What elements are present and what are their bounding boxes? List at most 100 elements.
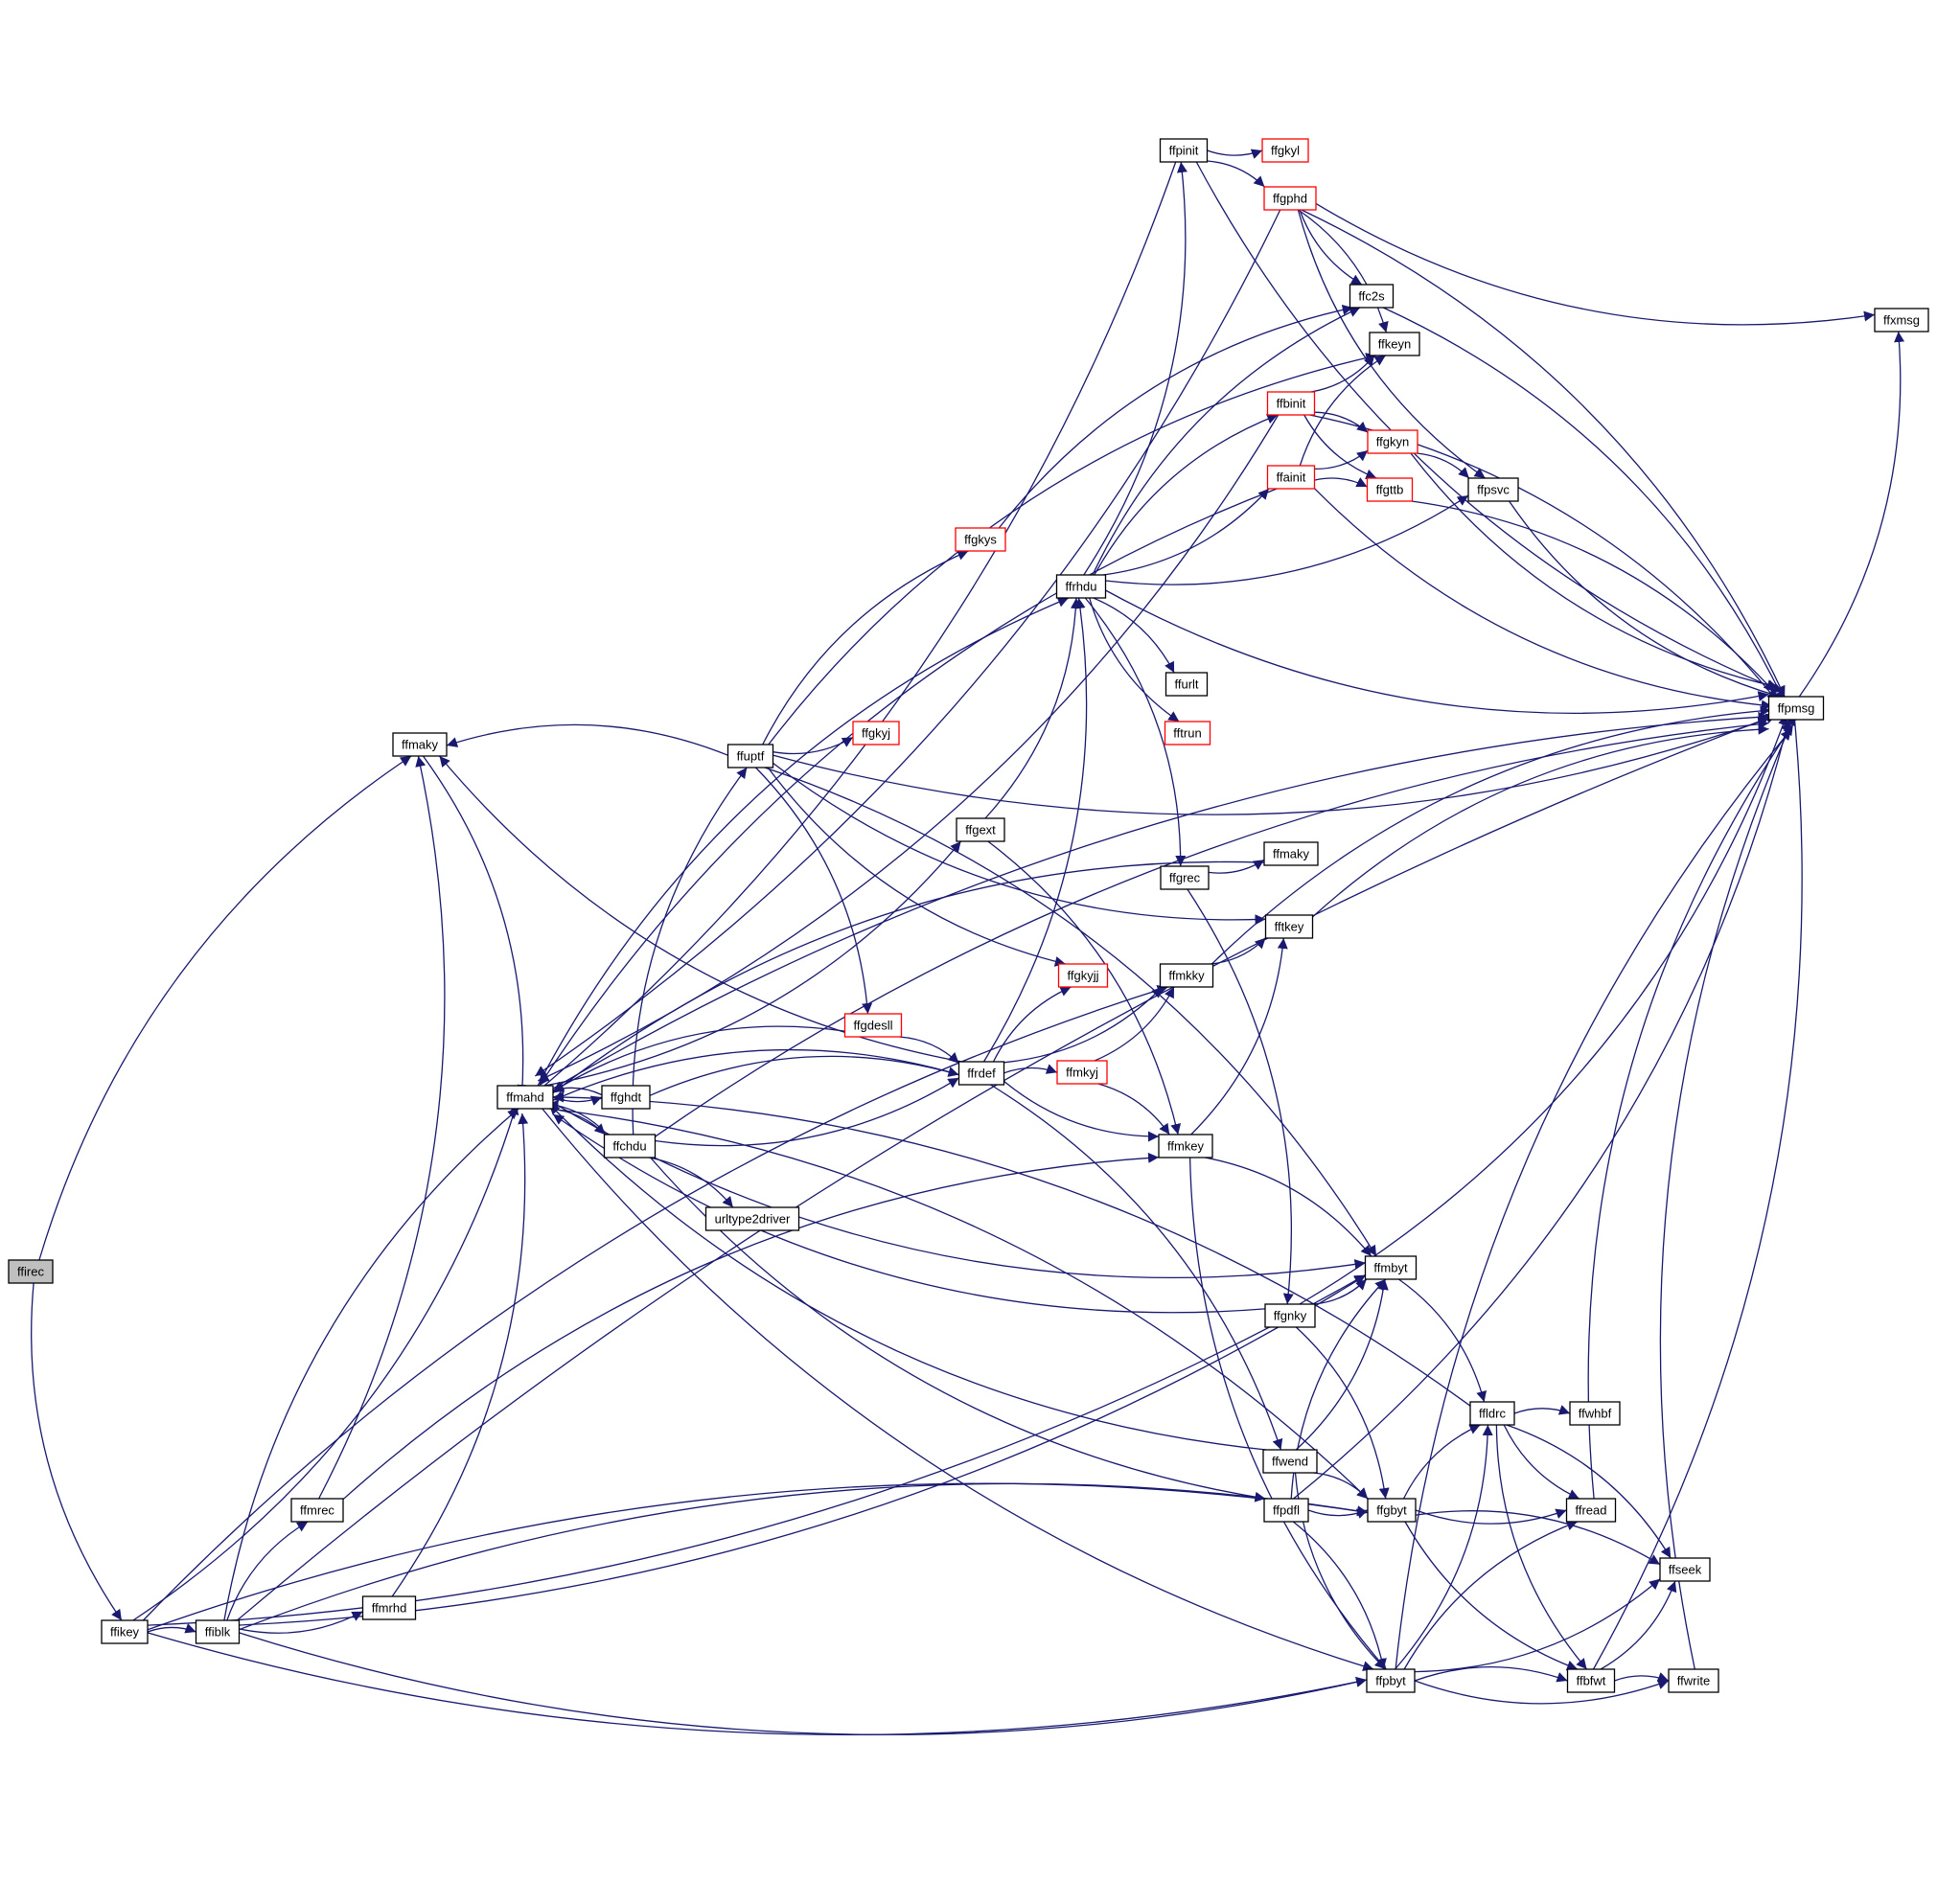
node-ffwhbf[interactable]: ffwhbf — [1569, 1401, 1621, 1426]
node-label: ffwhbf — [1579, 1407, 1612, 1421]
node-ffc2s[interactable]: ffc2s — [1349, 284, 1395, 309]
node-ffirec[interactable]: ffirec — [8, 1259, 54, 1284]
node-ffwend[interactable]: ffwend — [1262, 1449, 1318, 1474]
edge-ffmahd-to-ffrhdu — [537, 597, 1070, 1087]
node-ffbfwt[interactable]: ffbfwt — [1566, 1668, 1616, 1693]
node-ffpbyt[interactable]: ffpbyt — [1366, 1668, 1416, 1693]
edge-ffrhdu-to-ffc2s — [1092, 307, 1361, 576]
edge-ffuptf-to-fftkey — [772, 762, 1266, 926]
node-ffchdu[interactable]: ffchdu — [603, 1134, 657, 1158]
node-label: ffainit — [1277, 470, 1306, 485]
node-label: ffgbyt — [1376, 1503, 1407, 1518]
node-box — [1364, 1255, 1418, 1280]
node-box — [1367, 1498, 1417, 1523]
node-label: ffgnky — [1274, 1309, 1307, 1323]
node-ffgkyjj[interactable]: ffgkyjj — [1057, 963, 1109, 988]
node-ffgttb[interactable]: ffgttb — [1366, 477, 1414, 502]
edge-ffpbyt-to-ffwrite — [1414, 1679, 1670, 1705]
node-ffgkyj[interactable]: ffgkyj — [852, 721, 900, 746]
node-label: ffseek — [1669, 1563, 1702, 1577]
node-ffkeyn[interactable]: ffkeyn — [1369, 332, 1420, 356]
node-ffmrhd[interactable]: ffmrhd — [361, 1595, 417, 1620]
edge-fftkey-to-ffpmsg — [1312, 723, 1769, 918]
edge-ffrhdu-to-ffgrec — [1084, 597, 1187, 867]
node-box — [1263, 186, 1317, 211]
edge-ffgkyn-to-ffpmsg — [1410, 452, 1779, 690]
node-ffmaky1[interactable]: ffmaky — [392, 732, 448, 757]
node-ffgkys[interactable]: ffgkys — [955, 527, 1006, 552]
node-ffmahd[interactable]: ffmahd — [496, 1085, 554, 1110]
edge-ffuptf-to-ffmbyt — [764, 767, 1377, 1257]
node-label: ffmahd — [506, 1090, 544, 1105]
edge-ffpdfl-to-ffgbyt — [1307, 1508, 1369, 1519]
node-box — [1263, 1498, 1309, 1523]
node-ffurlt[interactable]: ffurlt — [1165, 672, 1209, 697]
node-box — [1469, 1401, 1515, 1426]
node-ffread[interactable]: ffread — [1565, 1498, 1617, 1523]
edge-ffmaky1-to-ffmahd — [422, 755, 528, 1096]
edge-ffikey-to-ffgbyt — [147, 1482, 1369, 1631]
node-ffpdfl[interactable]: ffpdfl — [1263, 1498, 1309, 1523]
node-ffuptf[interactable]: ffuptf — [726, 744, 774, 768]
node-urltype2driver[interactable]: urltype2driver — [704, 1206, 800, 1231]
node-box — [1261, 138, 1309, 163]
node-ffldrc[interactable]: ffldrc — [1469, 1401, 1515, 1426]
edge-ffgbyt-to-ffseek — [1415, 1510, 1661, 1566]
node-box — [361, 1595, 417, 1620]
node-label: ffbinit — [1277, 397, 1306, 411]
node-ffrdef[interactable]: ffrdef — [957, 1061, 1005, 1086]
node-ffainit[interactable]: ffainit — [1266, 465, 1316, 490]
node-ffgdesll[interactable]: ffgdesll — [843, 1013, 903, 1038]
node-ffmkky[interactable]: ffmkky — [1159, 963, 1214, 988]
node-ffghdt[interactable]: ffghdt — [601, 1085, 651, 1110]
node-label: ffmaky — [402, 738, 439, 752]
node-ffpinit[interactable]: ffpinit — [1159, 138, 1209, 163]
edge-ffgext-to-ffmkey — [987, 840, 1182, 1136]
edge-ffainit-to-ffmahd — [539, 488, 1278, 1087]
node-ffgbyt[interactable]: ffgbyt — [1367, 1498, 1417, 1523]
edge-ffbinit-to-ffkeyn — [1310, 355, 1375, 393]
edge-ffuptf-to-ffkeyn — [768, 353, 1377, 746]
node-box — [956, 817, 1005, 842]
edge-ffpdfl-to-ffpmsg — [1293, 719, 1792, 1500]
node-ffiblk[interactable]: ffiblk — [195, 1619, 241, 1644]
node-box — [1266, 391, 1316, 416]
edge-ffmrec-to-ffmaky1 — [318, 755, 446, 1500]
edge-ffpinit-to-ffgphd — [1207, 160, 1265, 188]
edge-ffghdt-to-ffrdef — [649, 1055, 959, 1096]
node-label: ffc2s — [1358, 289, 1385, 304]
node-ffgkyn[interactable]: ffgkyn — [1367, 429, 1418, 454]
node-label: ffiblk — [205, 1625, 231, 1640]
node-ffrhdu[interactable]: ffrhdu — [1055, 574, 1107, 599]
edge-ffiblk-to-ffpbyt — [239, 1632, 1368, 1735]
node-fftrun[interactable]: fftrun — [1164, 721, 1211, 746]
edge-ffmahd-to-ffmbyt — [552, 1102, 1366, 1279]
node-ffbinit[interactable]: ffbinit — [1266, 391, 1316, 416]
edge-ffpmsg-to-ffxmsg — [1798, 331, 1905, 698]
node-box — [1266, 465, 1316, 490]
node-label: urltype2driver — [715, 1212, 791, 1227]
node-ffgext[interactable]: ffgext — [956, 817, 1005, 842]
node-ffseek[interactable]: ffseek — [1659, 1557, 1711, 1582]
node-ffpsvc[interactable]: ffpsvc — [1467, 477, 1519, 502]
node-ffmrec[interactable]: ffmrec — [290, 1498, 344, 1523]
node-ffmkey[interactable]: ffmkey — [1158, 1134, 1213, 1158]
edge-ffuptf-to-ffmaky1 — [446, 723, 728, 756]
node-ffgnky[interactable]: ffgnky — [1264, 1303, 1316, 1328]
node-ffpmsg[interactable]: ffpmsg — [1767, 696, 1825, 721]
node-ffmaky2[interactable]: ffmaky — [1263, 841, 1319, 866]
node-ffxmsg[interactable]: ffxmsg — [1874, 308, 1929, 333]
node-box — [704, 1206, 800, 1231]
node-ffwrite[interactable]: ffwrite — [1668, 1668, 1719, 1693]
node-ffgrec[interactable]: ffgrec — [1160, 865, 1210, 890]
node-ffgphd[interactable]: ffgphd — [1263, 186, 1317, 211]
node-ffgkyl[interactable]: ffgkyl — [1261, 138, 1309, 163]
node-label: ffgkyn — [1376, 435, 1409, 449]
node-ffmbyt[interactable]: ffmbyt — [1364, 1255, 1418, 1280]
node-ffikey[interactable]: ffikey — [101, 1619, 149, 1644]
node-ffmkyj[interactable]: ffmkyj — [1056, 1060, 1108, 1085]
edge-ffmahd-to-ffgbyt — [549, 1108, 1369, 1500]
edge-ffchdu-to-ffuptf — [632, 767, 748, 1136]
node-fftkey[interactable]: fftkey — [1264, 914, 1314, 939]
